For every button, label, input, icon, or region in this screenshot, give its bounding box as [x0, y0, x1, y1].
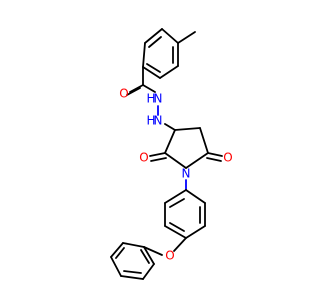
bond: [115, 247, 125, 259]
bond: [143, 246, 155, 265]
atom-oxygen: O: [139, 151, 148, 165]
atom-oxygen: O: [165, 249, 174, 263]
ether-linkage: O: [143, 237, 187, 263]
bond: [199, 127, 209, 154]
phenyl-ring: [110, 242, 155, 280]
bond: [142, 66, 161, 79]
atom-hydrogen: H: [146, 92, 155, 106]
atom-oxygen: O: [223, 151, 232, 165]
bond: [185, 152, 209, 169]
bond: [185, 189, 206, 204]
bond: [169, 222, 185, 232]
bond: [123, 270, 142, 274]
amide-group: O H N H N: [119, 66, 163, 128]
toluene-ring: [142, 28, 196, 79]
bond: [148, 36, 162, 48]
bond: [150, 157, 167, 162]
bond: [142, 42, 146, 68]
bond: [146, 63, 161, 73]
phenylene-ring: [164, 189, 206, 239]
atom-oxygen: O: [119, 87, 128, 101]
atom-nitrogen: N: [182, 167, 191, 181]
bond: [207, 152, 223, 157]
bond: [142, 84, 156, 93]
bond: [174, 127, 201, 131]
methyl-bond: [177, 31, 196, 44]
bond: [164, 123, 176, 131]
atom-nitrogen: N: [154, 92, 163, 106]
bond: [185, 225, 206, 239]
bond: [164, 152, 187, 169]
structure-diagram: O H N H N O O N: [110, 28, 233, 280]
atom-hydrogen: H: [146, 114, 155, 128]
bond: [149, 152, 166, 157]
bond: [142, 263, 155, 280]
bond: [161, 28, 179, 44]
bond: [122, 242, 145, 248]
bond: [164, 225, 187, 239]
bond: [164, 189, 187, 204]
bond: [140, 249, 150, 264]
bond: [159, 65, 179, 79]
bond: [206, 157, 222, 162]
bond: [144, 28, 163, 44]
bond: [143, 246, 163, 256]
bond: [169, 198, 185, 208]
bond: [164, 129, 176, 154]
bond: [173, 237, 187, 252]
succinimide-ring: O O N: [139, 123, 233, 191]
bond: [129, 84, 144, 93]
bond: [110, 256, 122, 277]
molecule-canvas: O H N H N O O N: [110, 28, 233, 280]
bond: [110, 242, 124, 258]
bond: [126, 87, 141, 96]
bond: [120, 275, 144, 280]
atom-nitrogen: N: [154, 114, 163, 128]
